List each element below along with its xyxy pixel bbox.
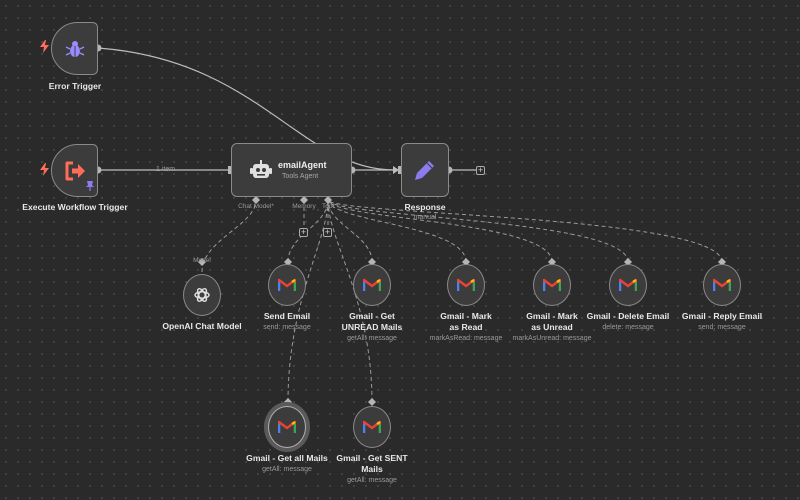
gmail-get-all-mails-node[interactable]: [268, 406, 306, 448]
email-agent-subtitle: Tools Agent: [282, 173, 319, 180]
execute-workflow-trigger-node[interactable]: [51, 144, 98, 197]
edge-tool-reply: [327, 199, 723, 263]
response-node[interactable]: [401, 143, 449, 197]
email-agent-node[interactable]: emailAgent Tools Agent: [231, 143, 352, 197]
response-sub: manual: [413, 214, 437, 221]
gmail-reply-email-sub: send: message: [698, 324, 746, 331]
gmail-icon: [363, 278, 381, 291]
port-label-chat-model: Chat Model*: [238, 203, 274, 210]
openai-chat-model-node[interactable]: [183, 274, 221, 316]
gmail-send-email-label: Send Email: [263, 311, 311, 321]
edge-tool-unread: [327, 199, 373, 263]
bug-icon: [65, 40, 84, 57]
add-memory-button[interactable]: +: [299, 227, 308, 237]
gmail-delete-email-sub: delete: message: [602, 324, 654, 331]
email-agent-title: emailAgent: [278, 160, 327, 170]
edge-tool-markread: [327, 199, 467, 263]
gmail-send-email-sub: send: message: [263, 324, 311, 331]
gmail-reply-email-node[interactable]: [703, 264, 741, 306]
pencil-icon: [415, 161, 434, 180]
error-trigger-node[interactable]: [51, 22, 98, 75]
edge-tool-delete: [327, 199, 629, 263]
port-label-tool: Tool: [322, 203, 334, 210]
trigger-bolt-icon: [40, 40, 49, 53]
gmail-mark-read-node[interactable]: [447, 264, 485, 306]
gmail-icon: [713, 278, 731, 291]
port-label-model: Model: [193, 257, 211, 264]
gmail-mark-unread-label: Gmail - Mark as Unread: [526, 311, 578, 332]
error-trigger-label: Error Trigger: [48, 81, 102, 91]
port-label-memory: Memory: [292, 203, 316, 210]
gmail-get-unread-sub: getAll: message: [347, 335, 397, 342]
edge-tool-send: [287, 199, 329, 263]
gmail-get-sent-mails-sub: getAll: message: [347, 477, 397, 484]
robot-icon: [250, 160, 272, 178]
gmail-icon: [278, 278, 296, 291]
edge-tool-all: [287, 199, 329, 403]
gmail-icon: [619, 278, 637, 291]
add-node-after-response-button[interactable]: +: [476, 165, 485, 175]
edge-error-to-response: [97, 47, 396, 171]
gmail-get-sent-mails-node[interactable]: [353, 406, 391, 448]
execute-workflow-trigger-label: Execute Workflow Trigger: [22, 202, 128, 212]
pin-icon: [86, 181, 94, 191]
gmail-reply-email-label: Gmail - Reply Email: [681, 311, 763, 321]
gmail-delete-email-label: Gmail - Delete Email: [586, 311, 670, 321]
gmail-icon: [543, 278, 561, 291]
openai-chat-model-label: OpenAI Chat Model: [162, 321, 242, 331]
gmail-icon: [278, 420, 296, 433]
edge-tool-sent: [327, 199, 373, 403]
gmail-get-unread-node[interactable]: [353, 264, 391, 306]
gmail-mark-unread-sub: markAsUnread: message: [512, 335, 592, 342]
gmail-mark-read-sub: markAsRead: message: [429, 335, 503, 342]
sign-out-icon: [65, 161, 85, 180]
gmail-get-all-mails-sub: getAll: message: [262, 466, 312, 473]
gmail-get-all-mails-label: Gmail - Get all Mails: [246, 453, 328, 463]
gmail-delete-email-node[interactable]: [609, 264, 647, 306]
gmail-send-email-node[interactable]: [268, 264, 306, 306]
gmail-get-unread-label: Gmail - Get UNREAD Mails: [341, 311, 403, 332]
add-tool-button[interactable]: +: [323, 227, 332, 237]
response-label: Response: [404, 202, 446, 212]
edge-tool-markunread: [327, 199, 553, 263]
trigger-bolt-icon: [40, 163, 49, 176]
gmail-icon: [363, 420, 381, 433]
gmail-mark-unread-node[interactable]: [533, 264, 571, 306]
openai-icon: [194, 288, 210, 302]
edge-item-count: 1 item: [156, 166, 176, 173]
gmail-icon: [457, 278, 475, 291]
gmail-mark-read-label: Gmail - Mark as Read: [440, 311, 492, 332]
gmail-get-sent-mails-label: Gmail - Get SENT Mails: [336, 453, 408, 474]
